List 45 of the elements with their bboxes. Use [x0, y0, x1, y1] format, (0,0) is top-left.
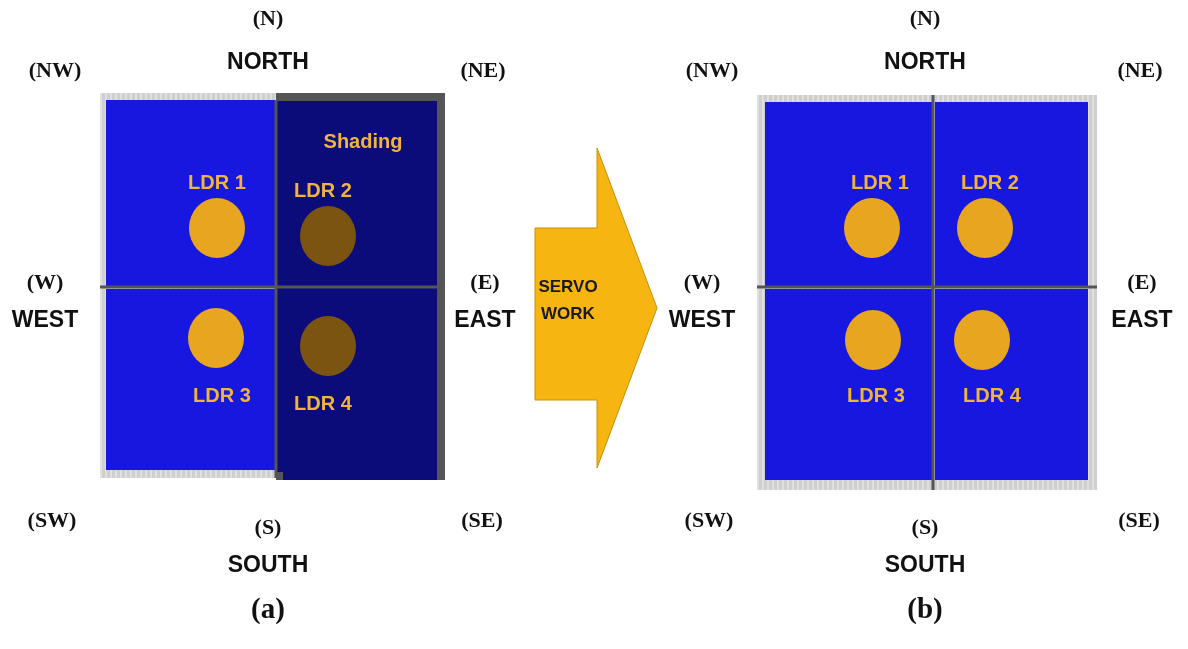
panel-quadrant — [765, 289, 932, 480]
block-arrow — [535, 148, 657, 468]
compass-label: EAST — [1111, 307, 1173, 333]
compass-label: (NW) — [685, 57, 739, 83]
shaded-region — [276, 93, 445, 480]
sensor-label: LDR 2 — [961, 171, 1019, 193]
compass-label: (W) — [26, 269, 64, 295]
compass-label: (E) — [470, 269, 500, 295]
solar-panel — [757, 95, 1097, 490]
compass-label: (SE) — [461, 507, 503, 533]
sensor-label: LDR 1 — [851, 171, 909, 193]
sensor-label: LDR 1 — [188, 171, 246, 193]
compass-label: (SW) — [27, 507, 77, 533]
compass-label: (N) — [909, 5, 941, 31]
compass-label: (N) — [252, 5, 284, 31]
compass-label: NORTH — [227, 49, 309, 75]
panel-caption: (b) — [907, 591, 943, 625]
panel-quadrant — [106, 100, 276, 287]
sensor-label: LDR 4 — [294, 392, 352, 414]
sensor-label: LDR 3 — [847, 384, 905, 406]
sensor-label: LDR 2 — [294, 179, 352, 201]
sensor-label: LDR 3 — [193, 384, 251, 406]
compass-label: (S) — [911, 514, 939, 540]
panel-quadrant — [106, 289, 276, 470]
compass-label: NORTH — [884, 49, 966, 75]
compass-label: (SE) — [1118, 507, 1160, 533]
compass-label: SOUTH — [884, 552, 966, 578]
panel-quadrant — [935, 102, 1088, 286]
compass-label: WEST — [11, 307, 79, 333]
panel-caption: (a) — [251, 591, 285, 625]
panel-quadrant — [935, 289, 1088, 480]
compass-label: (E) — [1127, 269, 1157, 295]
compass-label: (S) — [254, 514, 282, 540]
compass-label: WEST — [668, 307, 736, 333]
compass-label: (NE) — [460, 57, 506, 83]
panel-quadrant — [765, 102, 932, 286]
compass-label: EAST — [454, 307, 516, 333]
region-label: Shading — [323, 130, 403, 152]
compass-label: (NE) — [1117, 57, 1163, 83]
compass-label: (SW) — [684, 507, 734, 533]
compass-label: (W) — [683, 269, 721, 295]
compass-label: SOUTH — [227, 552, 309, 578]
sensor-label: LDR 4 — [963, 384, 1021, 406]
arrow-label: SERVO WORK — [537, 275, 599, 325]
compass-label: (NW) — [28, 57, 82, 83]
